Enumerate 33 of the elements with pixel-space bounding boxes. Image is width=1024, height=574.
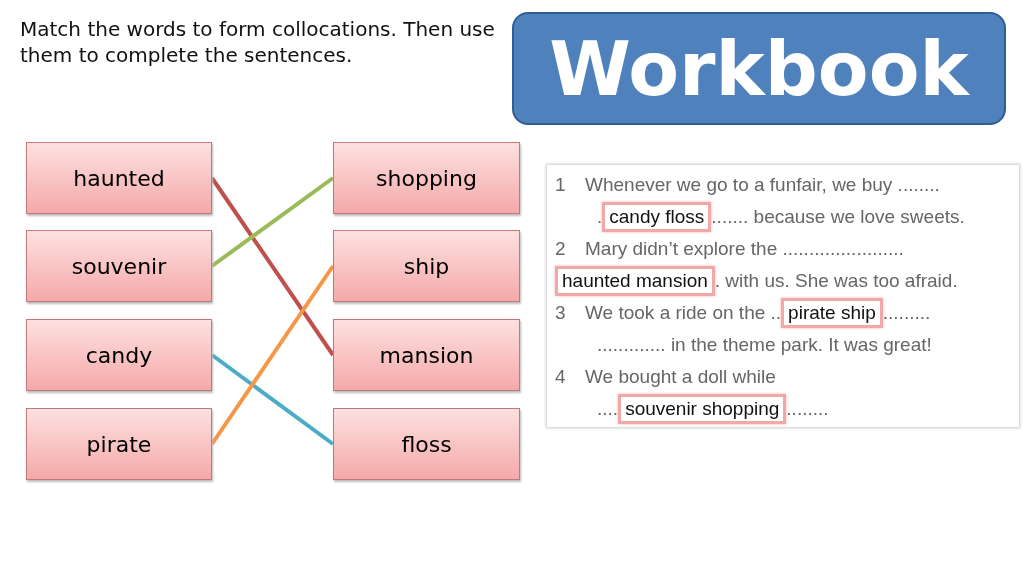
- sentence-text: ........: [786, 398, 829, 420]
- question-number: 2: [555, 238, 567, 260]
- instruction-text: Match the words to form collocations. Then use them to complete the sentences.: [20, 16, 496, 68]
- word-card: haunted: [26, 142, 212, 214]
- answer-box: souvenir shopping: [618, 394, 787, 424]
- sentence-text: . with us. She was too afraid.: [714, 270, 958, 292]
- sentence-text: ....: [597, 398, 619, 420]
- answer-box: candy floss: [602, 202, 712, 232]
- sentence-text: Whenever we go to a funfair, we buy ........: [585, 174, 940, 196]
- sentence-text: .: [597, 206, 603, 228]
- matching-line: [210, 264, 335, 446]
- answer-box: haunted mansion: [555, 266, 715, 296]
- matching-line: [210, 176, 335, 268]
- word-card: candy: [26, 319, 212, 391]
- question-number: 1: [555, 174, 567, 196]
- answer-box: pirate ship: [781, 298, 883, 328]
- sentence-text: .........: [882, 302, 931, 324]
- sentence-text: We bought a doll while: [585, 366, 776, 388]
- word-card: floss: [333, 408, 520, 480]
- sentence-text: We took a ride on the ..: [585, 302, 782, 324]
- matching-line: [210, 353, 335, 446]
- sentence-text: ............. in the theme park. It was great!: [597, 334, 932, 356]
- word-card: shopping: [333, 142, 520, 214]
- sentence-text: ....... because we love sweets.: [711, 206, 965, 228]
- matching-line: [210, 176, 335, 357]
- question-number: 3: [555, 302, 567, 324]
- sentence-text: Mary didn’t explore the .......................: [585, 238, 904, 260]
- word-card: ship: [333, 230, 520, 302]
- question-number: 4: [555, 366, 567, 388]
- word-card: pirate: [26, 408, 212, 480]
- title-banner: Workbook: [512, 12, 1006, 125]
- word-card: souvenir: [26, 230, 212, 302]
- word-card: mansion: [333, 319, 520, 391]
